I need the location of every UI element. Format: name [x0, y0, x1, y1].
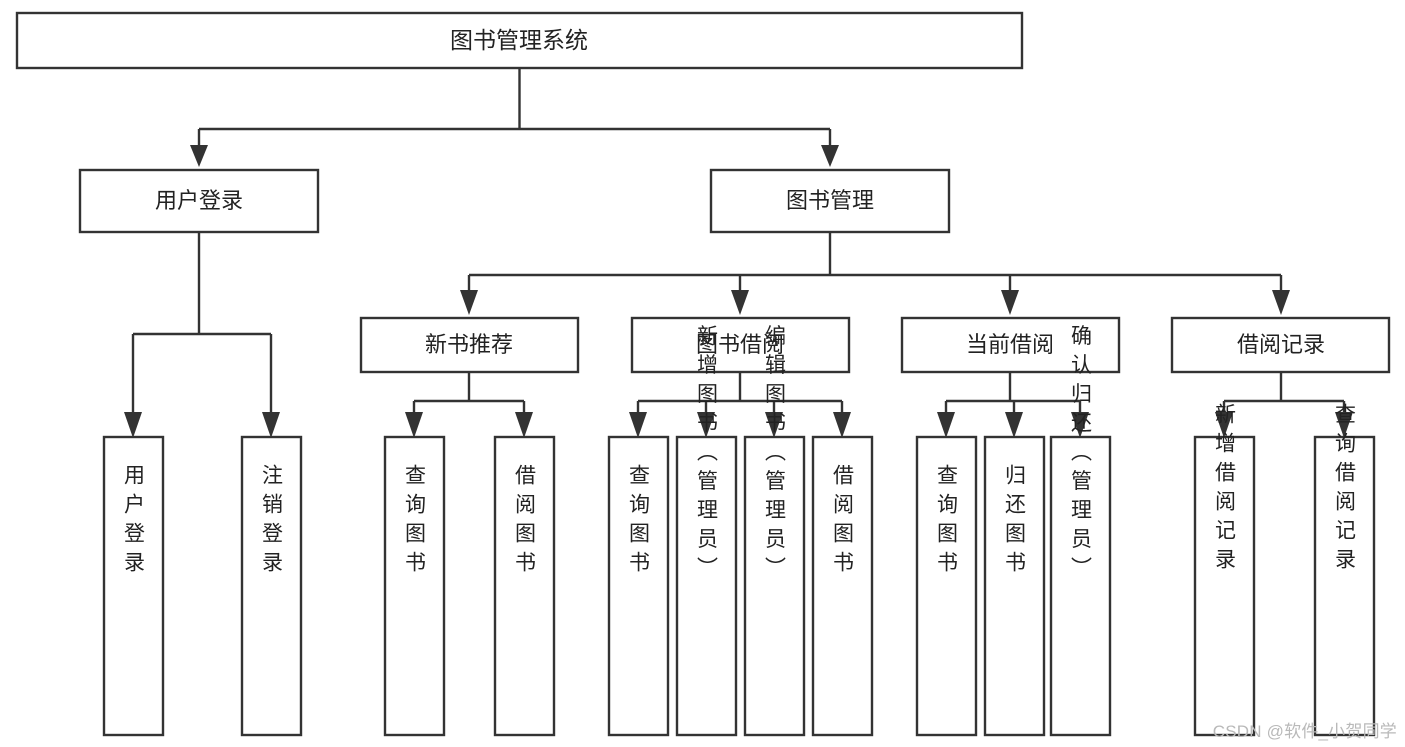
connector-bookborrow-bus: [636, 372, 844, 418]
arrowhead-group: [124, 145, 1353, 438]
leaf-return-book-box: [983, 435, 1046, 737]
leaf-confirm-return-box: [1049, 435, 1112, 737]
leaf-logout[interactable]: 注销登录: [240, 435, 303, 737]
leaf-query-book-b-label: 查询图书: [627, 464, 651, 580]
node-new-book-rec-box: [359, 316, 580, 374]
node-user-login[interactable]: 用户登录: [78, 168, 320, 234]
node-current-borrow[interactable]: 当前借阅: [900, 316, 1121, 374]
leaf-query-book-c-label: 查询图书: [935, 464, 959, 580]
arrowhead-book-manage: [821, 145, 839, 167]
leaf-add-book[interactable]: 新增图书（管理员）: [675, 325, 738, 737]
leaf-borrow-book-a[interactable]: 借阅图书: [493, 435, 556, 737]
leaf-add-record-label: 新增借阅记录: [1213, 403, 1237, 577]
arrowhead-leaf-user-login: [124, 412, 142, 438]
arrowhead-leaf-query-book-c: [937, 412, 955, 438]
node-book-manage-box: [709, 168, 951, 234]
leaf-add-record-box: [1193, 435, 1256, 737]
arrowhead-user-login: [190, 145, 208, 167]
arrowhead-leaf-return-book: [1005, 412, 1023, 438]
arrowhead-leaf-confirm-return: [1071, 412, 1089, 438]
arrowhead-leaf-borrow-book-a: [515, 412, 533, 438]
node-root-box: [15, 11, 1024, 70]
leaf-query-book-c-box: [915, 435, 978, 737]
arrowhead-leaf-query-record: [1335, 412, 1353, 438]
node-borrow-record[interactable]: 借阅记录: [1170, 316, 1391, 374]
arrowhead-leaf-add-record: [1215, 412, 1233, 438]
leaf-logout-label: 注销登录: [260, 464, 284, 580]
leaf-user-login[interactable]: 用户登录: [102, 435, 165, 737]
connector-root-bus: [197, 68, 832, 152]
connector-group: [131, 68, 1346, 418]
connector-borrowrecord-bus: [1222, 372, 1346, 418]
leaf-query-record-box: [1313, 435, 1376, 737]
node-book-manage[interactable]: 图书管理: [709, 168, 951, 234]
leaf-user-login-box: [102, 435, 165, 737]
leaf-confirm-return[interactable]: 确认归还（管理员）: [1049, 325, 1112, 737]
arrowhead-leaf-borrow-book-b: [833, 412, 851, 438]
leaf-query-book-a-label: 查询图书: [403, 464, 427, 580]
arrowhead-leaf-edit-book: [765, 412, 783, 438]
leaf-return-book-label: 归还图书: [1003, 464, 1027, 580]
leaf-borrow-book-b-label: 借阅图书: [831, 464, 855, 580]
arrowhead-leaf-logout: [262, 412, 280, 438]
leaf-query-book-b-box: [607, 435, 670, 737]
leaf-logout-box: [240, 435, 303, 737]
leaf-return-book[interactable]: 归还图书: [983, 435, 1046, 737]
arrowhead-leaf-add-book: [697, 412, 715, 438]
leaf-add-book-box: [675, 435, 738, 737]
leaf-query-book-a[interactable]: 查询图书: [383, 435, 446, 737]
leaf-borrow-book-b-box: [811, 435, 874, 737]
leaf-edit-book-label: 编辑图书（管理员）: [763, 325, 787, 586]
connector-bookmanage-bus: [467, 232, 1283, 297]
leaf-add-book-label: 新增图书（管理员）: [695, 325, 719, 586]
arrowhead-book-borrow: [731, 290, 749, 315]
node-book-borrow-label: 图书借阅: [696, 332, 784, 357]
node-current-borrow-label: 当前借阅: [966, 332, 1054, 357]
arrowhead-leaf-query-book-b: [629, 412, 647, 438]
arrowhead-new-book-rec: [460, 290, 478, 315]
node-root-label: 图书管理系统: [450, 27, 588, 53]
leaf-user-login-label: 用户登录: [122, 464, 146, 580]
arrowhead-current-borrow: [1001, 290, 1019, 315]
node-borrow-record-label: 借阅记录: [1237, 332, 1325, 357]
leaf-query-book-a-box: [383, 435, 446, 737]
leaf-query-record[interactable]: 查询借阅记录: [1313, 403, 1376, 737]
node-borrow-record-box: [1170, 316, 1391, 374]
leaf-query-book-c[interactable]: 查询图书: [915, 435, 978, 737]
arrowhead-leaf-query-book-a: [405, 412, 423, 438]
leaf-query-record-label: 查询借阅记录: [1333, 403, 1357, 577]
connector-userlogin-bus: [131, 232, 273, 418]
node-book-borrow-box: [630, 316, 851, 374]
node-book-manage-label: 图书管理: [786, 188, 874, 213]
connector-currentborrow-bus: [944, 372, 1082, 418]
leaf-edit-book[interactable]: 编辑图书（管理员）: [743, 325, 806, 737]
connector-newbook-bus: [412, 372, 526, 418]
leaf-query-book-b[interactable]: 查询图书: [607, 435, 670, 737]
csdn-watermark: CSDN @软件_小贺同学: [1212, 722, 1397, 741]
node-user-login-box: [78, 168, 320, 234]
node-book-borrow[interactable]: 图书借阅: [630, 316, 851, 374]
node-root[interactable]: 图书管理系统: [15, 11, 1024, 70]
node-current-borrow-box: [900, 316, 1121, 374]
leaf-borrow-book-a-label: 借阅图书: [513, 464, 537, 580]
node-new-book-rec[interactable]: 新书推荐: [359, 316, 580, 374]
arrowhead-borrow-record: [1272, 290, 1290, 315]
node-user-login-label: 用户登录: [155, 188, 243, 213]
leaf-borrow-book-a-box: [493, 435, 556, 737]
node-new-book-rec-label: 新书推荐: [425, 332, 513, 357]
leaf-borrow-book-b[interactable]: 借阅图书: [811, 435, 874, 737]
leaf-edit-book-box: [743, 435, 806, 737]
leaf-confirm-return-label: 确认归还（管理员）: [1069, 325, 1093, 586]
leaf-add-record[interactable]: 新增借阅记录: [1193, 403, 1256, 737]
